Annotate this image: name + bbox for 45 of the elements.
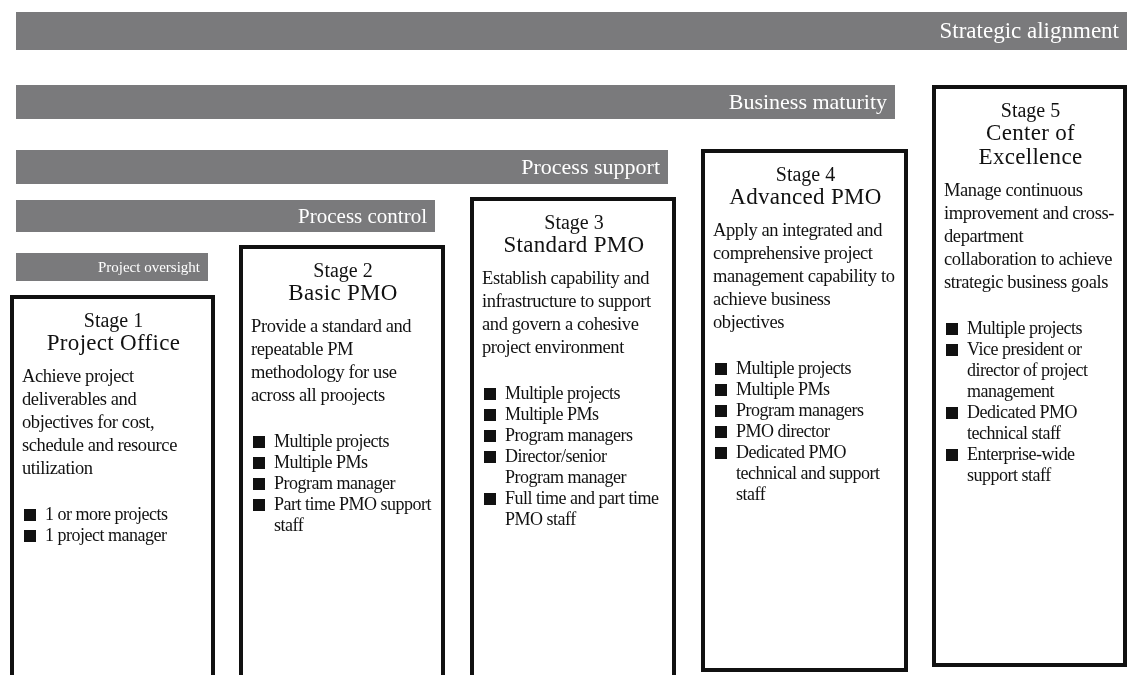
stage-number: Stage 5 xyxy=(999,99,1062,121)
list-item: Multiple PMs xyxy=(505,404,599,425)
list-item: Program managers xyxy=(736,400,864,421)
stage-box xyxy=(470,197,676,675)
stage-title: Standard PMO xyxy=(502,233,646,257)
list-item: Dedicated PMO technical staff xyxy=(967,402,1078,444)
level-bar: Process support xyxy=(16,150,668,184)
list-item: Director/senior Program manager xyxy=(505,446,628,488)
stage-box xyxy=(239,245,445,675)
stage-description: Apply an integrated and comprehensive project management capability to achieve business objectives xyxy=(713,219,896,334)
list-item: Multiple PMs xyxy=(736,379,830,400)
stage-description: Establish capability and infrastructure to support and govern a cohesive project environment xyxy=(482,267,652,359)
list-item: 1 or more projects xyxy=(45,504,168,525)
list-item: Multiple projects xyxy=(967,318,1082,339)
stage-box xyxy=(701,149,908,672)
stage-number: Stage 3 xyxy=(543,211,605,233)
stage-description: Manage continuous improvement and cross-department collaboration to achieve strategic business goals xyxy=(944,179,1115,294)
stage-number: Stage 4 xyxy=(774,163,837,185)
stage-title: Project Office xyxy=(45,331,182,355)
list-item: Full time and part time PMO staff xyxy=(505,488,660,530)
list-item: Program manager xyxy=(274,473,395,494)
stage-box xyxy=(10,295,215,675)
stage-box xyxy=(932,85,1127,667)
level-bar: Business maturity xyxy=(16,85,895,119)
stage-title: Advanced PMO xyxy=(728,185,883,209)
list-item: Multiple projects xyxy=(505,383,620,404)
list-item: Part time PMO support staff xyxy=(274,494,433,536)
stage-description: Achieve project deliverables and objectives for cost, schedule and resource utilization xyxy=(22,365,178,480)
list-item: Dedicated PMO technical and support staff xyxy=(736,442,881,505)
list-item: Multiple projects xyxy=(736,358,851,379)
list-item: Vice president or director of project management xyxy=(967,339,1089,402)
stage-number: Stage 1 xyxy=(82,309,145,331)
stage-title: Basic PMO xyxy=(287,281,399,305)
level-bar: Strategic alignment xyxy=(16,12,1127,50)
level-bar: Project oversight xyxy=(16,253,208,281)
level-bar: Process control xyxy=(16,200,435,232)
stage-number: Stage 2 xyxy=(312,259,374,281)
list-item: Program managers xyxy=(505,425,633,446)
list-item: PMO director xyxy=(736,421,830,442)
list-item: Enterprise-wide support staff xyxy=(967,444,1076,486)
list-item: Multiple projects xyxy=(274,431,389,452)
list-item: Multiple PMs xyxy=(274,452,368,473)
list-item: 1 project manager xyxy=(45,525,167,546)
stage-title: Center of Excellence xyxy=(977,121,1084,169)
stage-description: Provide a standard and repeatable PM methodology for use across all proojects xyxy=(251,315,413,407)
